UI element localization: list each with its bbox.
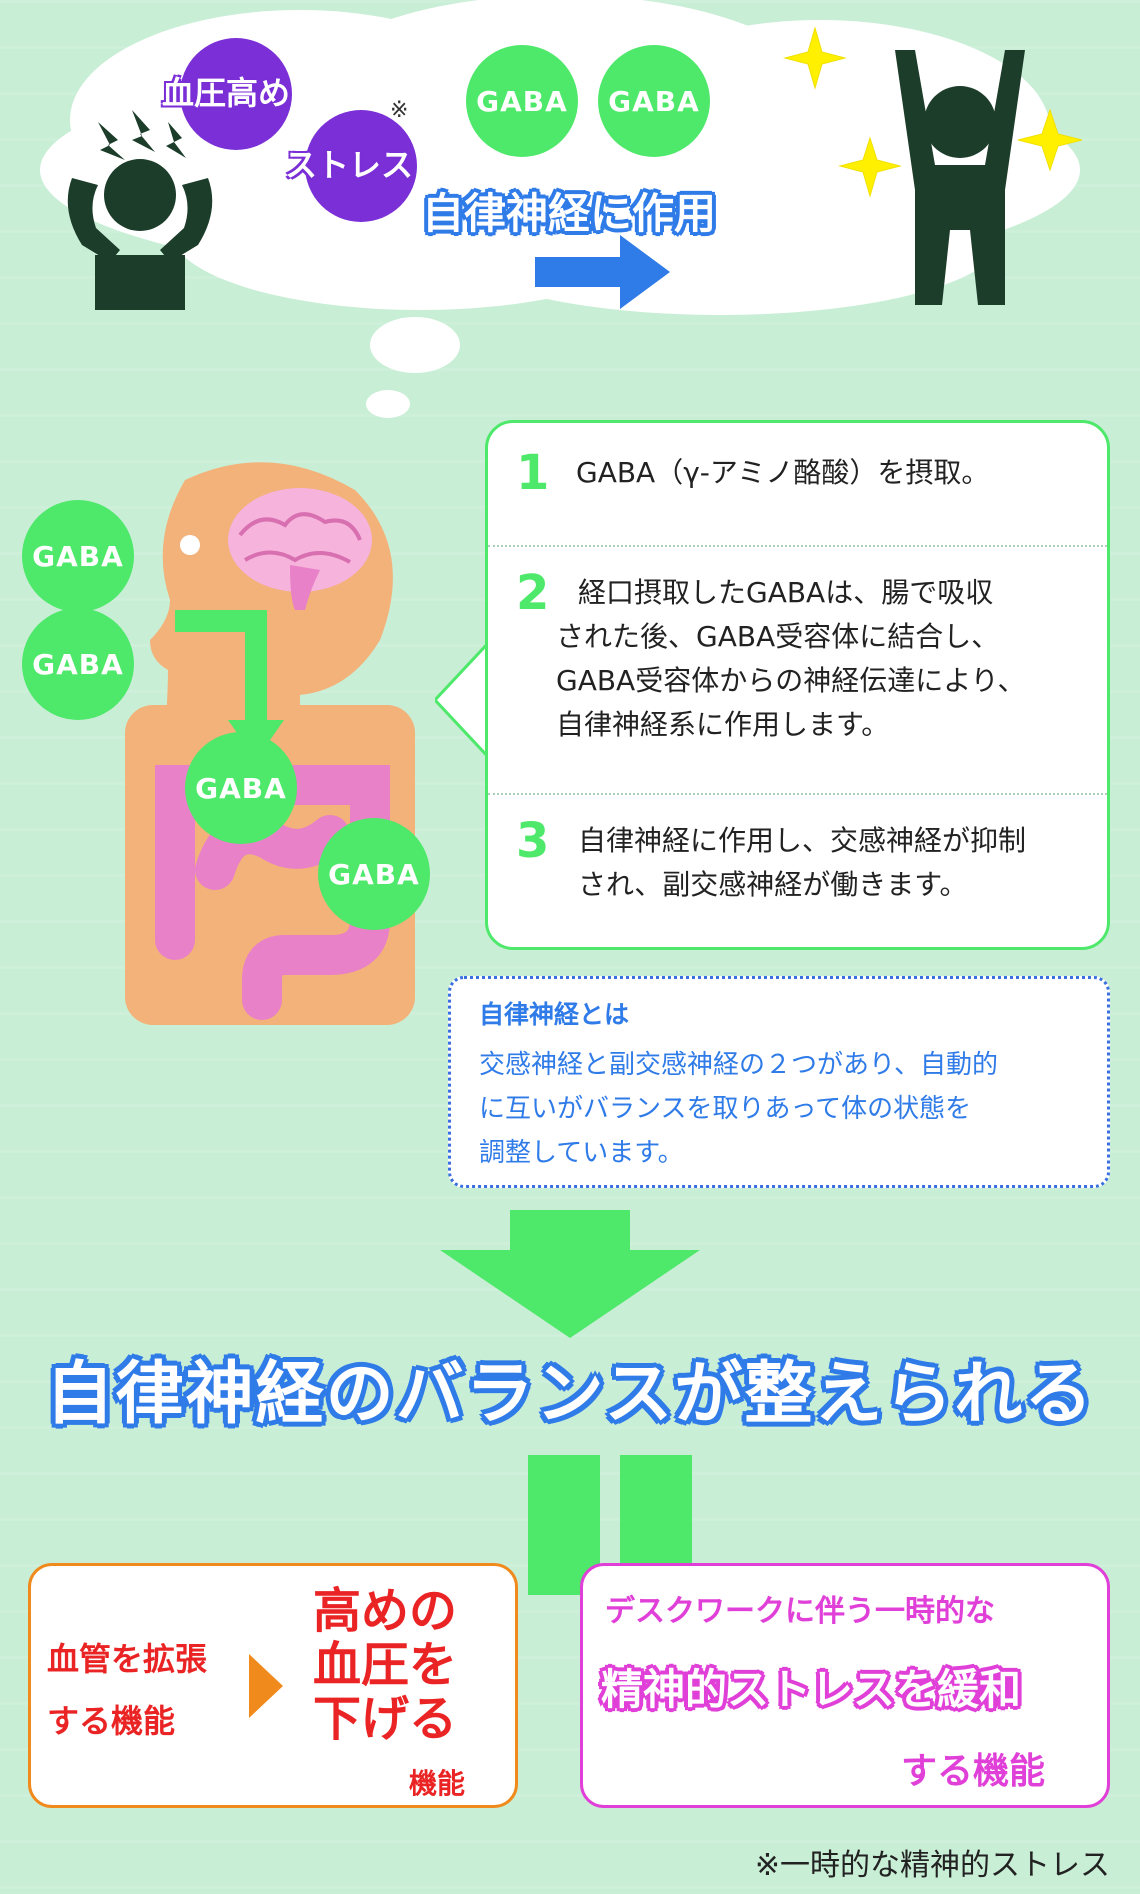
right-arrow-icon xyxy=(535,235,670,309)
stress-relief-line-1: デスクワークに伴う一時的な xyxy=(605,1594,995,1629)
stress-label: ストレス xyxy=(285,146,414,184)
main-title: 自律神経のバランスが整えられる xyxy=(45,1355,1095,1434)
info-line-2: に互いがバランスを取りあって体の状態を xyxy=(479,1094,972,1124)
step-divider xyxy=(488,793,1107,795)
step-divider xyxy=(488,545,1107,547)
gaba-badge-left-2: GABA xyxy=(22,608,134,720)
stress-badge xyxy=(305,110,417,222)
gaba-badge-left-1: GABA xyxy=(22,500,134,612)
info-line-3: 調整しています。 xyxy=(479,1138,684,1168)
footnote: ※一時的な精神的ストレス xyxy=(754,1848,1110,1883)
step-text-3: 自律神経に作用し、交感神経が抑制 され、副交感神経が働きます。 xyxy=(516,819,1087,907)
blood-pressure-label-line-2: する機能 xyxy=(47,1702,176,1740)
info-line-1: 交感神経と副交感神経の２つがあり、自動的 xyxy=(479,1050,998,1080)
step-2-line-2: された後、GABA受容体に結合し、 xyxy=(556,620,1000,653)
blood-pressure-label-line-1: 血管を拡張 xyxy=(47,1640,208,1678)
step-3-line-2: され、副交感神経が働きます。 xyxy=(578,868,968,901)
gaba-badge-top-1: GABA xyxy=(466,45,578,157)
stress-relief-big: 精神的ストレスを緩和 xyxy=(601,1665,1022,1714)
step-2: 2 経口摂取したGABAは、腸で吸収 された後、GABA受容体に結合し、 GAB… xyxy=(488,565,1107,747)
high-blood-pressure-label: 血圧高め xyxy=(162,74,291,112)
step-number-3: 3 xyxy=(516,813,550,869)
blood-pressure-label: 血管を拡張 する機能 xyxy=(47,1628,207,1752)
stressed-person-icon xyxy=(67,159,213,310)
step-3-line-1: 自律神経に作用し、交感神経が抑制 xyxy=(578,824,1027,857)
digestion-diagram xyxy=(125,462,415,1025)
arrow-label: 自律神経に作用 xyxy=(422,189,717,238)
info-box: 自律神経とは 交感神経と副交感神経の２つがあり、自動的 に互いがバランスを取りあ… xyxy=(448,976,1110,1188)
steps-box: 1 GABA（γ‐アミノ酪酸）を摂取。 2 経口摂取したGABAは、腸で吸収 さ… xyxy=(485,420,1110,950)
info-text: 交感神経と副交感神経の２つがあり、自動的 に互いがバランスを取りあって体の状態を… xyxy=(479,1043,1079,1175)
step-text-2: 経口摂取したGABAは、腸で吸収 された後、GABA受容体に結合し、 GABA受… xyxy=(516,571,1087,747)
brain-icon xyxy=(228,488,372,610)
step-1: 1 GABA（γ‐アミノ酪酸）を摂取。 xyxy=(488,445,1107,501)
function-suffix: 機能 xyxy=(409,1767,466,1800)
gaba-badge-intestine-1: GABA xyxy=(185,732,297,844)
big-down-arrow-icon xyxy=(440,1210,700,1338)
lower-bp-line-3: 下げる xyxy=(313,1691,458,1747)
step-number-1: 1 xyxy=(516,445,550,501)
happy-person-icon xyxy=(895,50,1025,305)
stress-relief-box: デスクワークに伴う一時的な 精神的ストレスを緩和 する機能 xyxy=(580,1563,1110,1808)
speech-pointer xyxy=(435,640,491,760)
gaba-badge-top-2: GABA xyxy=(598,45,710,157)
step-2-line-3: GABA受容体からの神経伝達により、 xyxy=(556,664,1026,697)
step-2-line-4: 自律神経系に作用します。 xyxy=(556,708,890,741)
lower-bp-line-1: 高めの xyxy=(313,1583,458,1639)
eye-icon xyxy=(180,535,200,555)
step-2-line-1: 経口摂取したGABAは、腸で吸収 xyxy=(578,576,994,609)
thought-cloud xyxy=(40,0,1083,418)
stress-spark-icon xyxy=(98,110,186,160)
step-number-2: 2 xyxy=(516,565,550,621)
sparkle-icon xyxy=(783,26,1083,198)
note-mark: ※ xyxy=(390,98,409,123)
orange-arrow-icon xyxy=(249,1654,283,1718)
gaba-badge-intestine-2: GABA xyxy=(318,818,430,930)
high-blood-pressure-badge xyxy=(180,38,292,150)
info-title: 自律神経とは xyxy=(479,1000,630,1029)
lower-blood-pressure-text: 高めの 血圧を 下げる xyxy=(313,1584,457,1746)
blood-pressure-box: 血管を拡張 する機能 高めの 血圧を 下げる 機能 xyxy=(28,1563,518,1808)
stress-relief-line-3: する機能 xyxy=(901,1751,1046,1792)
lower-bp-line-2: 血圧を xyxy=(313,1637,458,1693)
step-1-line-1: GABA（γ‐アミノ酪酸）を摂取。 xyxy=(576,456,990,489)
step-text-1: GABA（γ‐アミノ酪酸）を摂取。 xyxy=(516,451,1087,495)
step-3: 3 自律神経に作用し、交感神経が抑制 され、副交感神経が働きます。 xyxy=(488,813,1107,907)
